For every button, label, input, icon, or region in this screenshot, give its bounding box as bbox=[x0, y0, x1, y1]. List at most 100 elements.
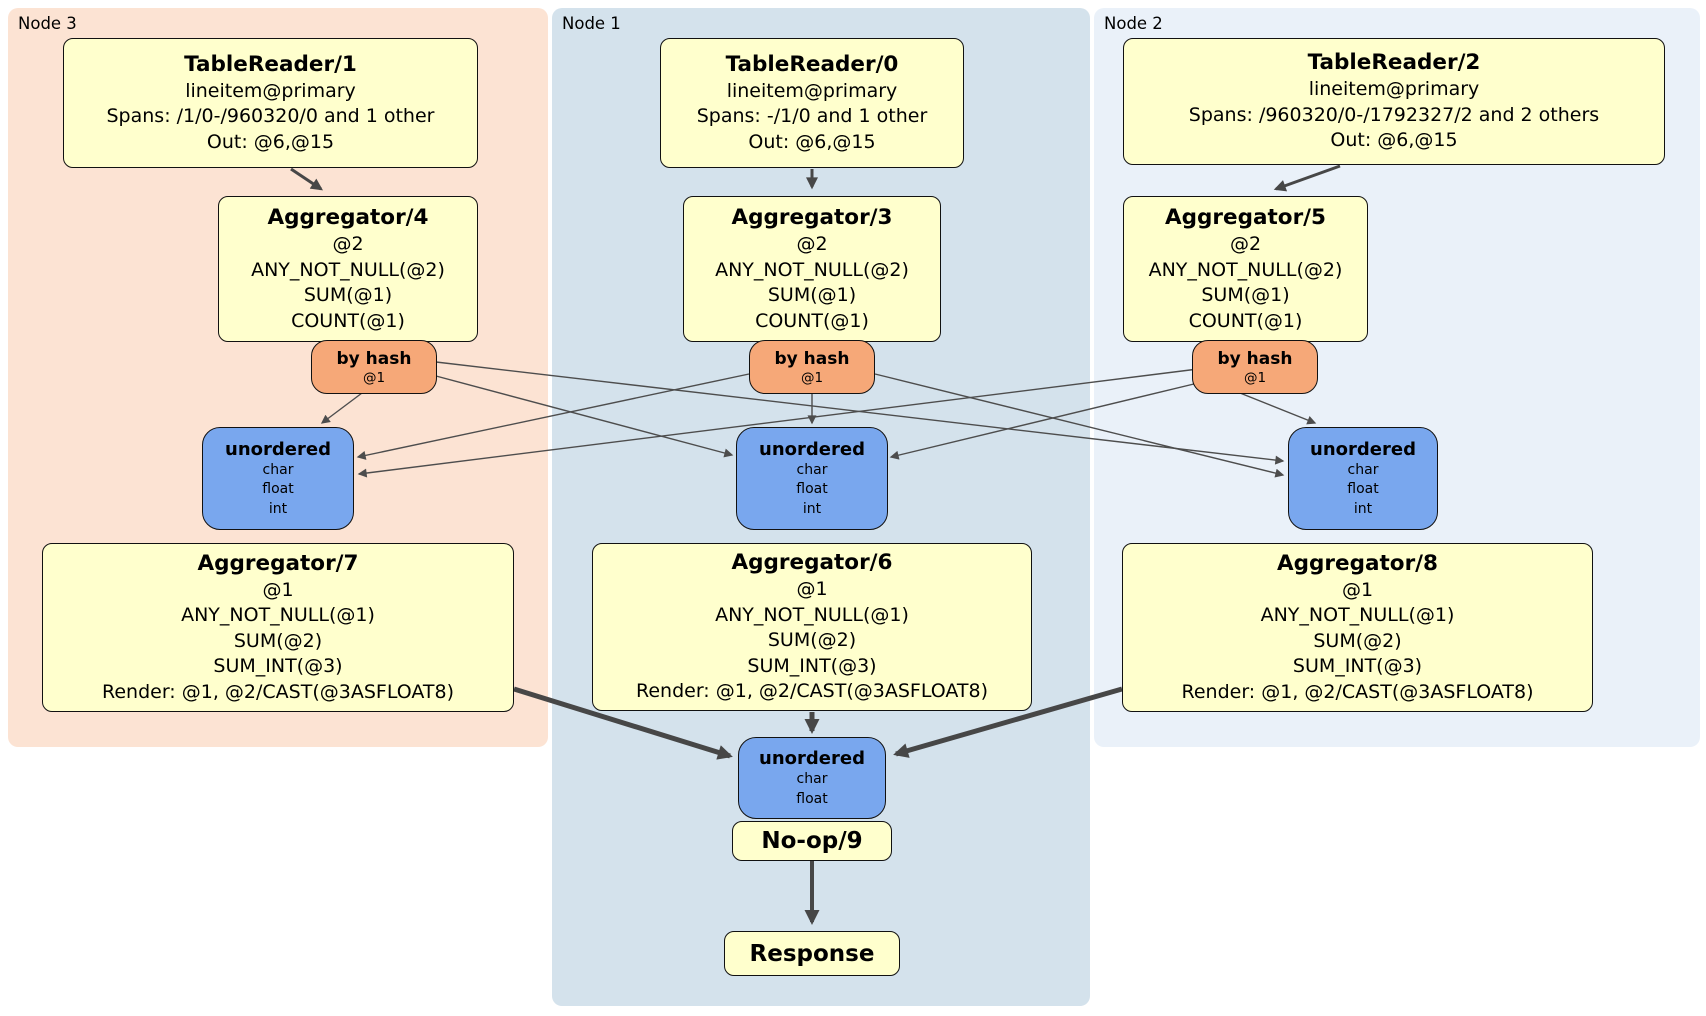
aggregator-7-fn1: ANY_NOT_NULL(@1) bbox=[181, 604, 375, 627]
aggregator-7-fn3: SUM_INT(@3) bbox=[213, 655, 343, 678]
unordered-sync-node2-type3: int bbox=[1353, 500, 1373, 517]
aggregator-6-fn1: ANY_NOT_NULL(@1) bbox=[715, 603, 909, 626]
aggregator-4-fn1: ANY_NOT_NULL(@2) bbox=[251, 258, 445, 281]
aggregator-4-fn2: SUM(@1) bbox=[303, 284, 393, 306]
unordered-sync-node1-title: unordered bbox=[759, 438, 865, 460]
response-title: Response bbox=[749, 940, 875, 967]
aggregator-3-group: @2 bbox=[796, 233, 828, 255]
aggregator-8-fn3: SUM_INT(@3) bbox=[1292, 655, 1423, 678]
aggregator-8-group: @1 bbox=[1341, 578, 1374, 601]
tablereader-1-out: Out: @6,@15 bbox=[206, 130, 335, 153]
tablereader-2-title: TableReader/2 bbox=[1307, 50, 1481, 76]
tablereader-1-index: lineitem@primary bbox=[185, 79, 356, 102]
unordered-sync-node2-type2: float bbox=[1347, 481, 1379, 498]
edge-tr1-agg4 bbox=[290, 167, 323, 191]
hash-router-node3-key: @1 bbox=[362, 369, 386, 386]
unordered-sync-final: unordered char float bbox=[738, 737, 886, 819]
hash-router-node1-key: @1 bbox=[800, 369, 824, 386]
aggregator-8-title: Aggregator/8 bbox=[1277, 550, 1438, 576]
aggregator-7-group: @1 bbox=[262, 578, 294, 601]
aggregator-6-title: Aggregator/6 bbox=[731, 550, 893, 576]
aggregator-3-fn3: COUNT(@1) bbox=[755, 309, 869, 332]
noop-title: No-op/9 bbox=[761, 828, 863, 854]
edge-hashL-syncC bbox=[435, 375, 734, 458]
edge-hashC-syncL bbox=[356, 373, 750, 460]
unordered-sync-node1-type2: float bbox=[796, 481, 828, 498]
unordered-sync-final-title: unordered bbox=[759, 748, 865, 769]
aggregator-6-render: Render: @1, @2/CAST(@3ASFLOAT8) bbox=[636, 680, 988, 703]
edge-hashR-syncL bbox=[357, 368, 1199, 478]
unordered-sync-node3-type3: int bbox=[268, 500, 288, 517]
hash-router-node3-title: by hash bbox=[336, 348, 412, 369]
tablereader-2-index: lineitem@primary bbox=[1308, 78, 1480, 101]
aggregator-3-title: Aggregator/3 bbox=[731, 205, 893, 230]
aggregator-6-fn2: SUM(@2) bbox=[767, 629, 857, 652]
unordered-sync-node3-type2: float bbox=[262, 481, 294, 498]
aggregator-5-group: @2 bbox=[1229, 233, 1262, 255]
edge-tr2-agg5 bbox=[1273, 164, 1341, 192]
aggregator-6-group: @1 bbox=[796, 578, 828, 601]
aggregator-3-fn1: ANY_NOT_NULL(@2) bbox=[715, 258, 909, 281]
hash-router-node1: by hash @1 bbox=[749, 340, 875, 394]
aggregator-4-box: Aggregator/4 @2 ANY_NOT_NULL(@2) SUM(@1)… bbox=[218, 196, 478, 342]
unordered-sync-node2-title: unordered bbox=[1310, 438, 1416, 460]
response-box: Response bbox=[724, 931, 900, 976]
aggregator-7-render: Render: @1, @2/CAST(@3ASFLOAT8) bbox=[102, 680, 454, 703]
unordered-sync-node1-type1: char bbox=[796, 461, 828, 478]
tablereader-0-box: TableReader/0 lineitem@primary Spans: -/… bbox=[660, 38, 964, 168]
noop-box: No-op/9 bbox=[732, 821, 892, 861]
unordered-sync-node2: unordered char float int bbox=[1288, 427, 1438, 530]
unordered-sync-node1: unordered char float int bbox=[736, 427, 888, 530]
node3-label: Node 3 bbox=[18, 14, 77, 33]
tablereader-2-out: Out: @6,@15 bbox=[1330, 129, 1458, 152]
unordered-sync-node3-type1: char bbox=[262, 461, 294, 478]
aggregator-5-fn3: COUNT(@1) bbox=[1188, 309, 1303, 332]
node1-label: Node 1 bbox=[562, 14, 621, 33]
edge-hashR-syncC bbox=[889, 382, 1199, 460]
aggregator-4-group: @2 bbox=[332, 233, 364, 255]
aggregator-7-fn2: SUM(@2) bbox=[233, 629, 323, 652]
hash-router-node2-key: @1 bbox=[1243, 369, 1267, 386]
unordered-sync-final-type2: float bbox=[796, 790, 828, 807]
tablereader-0-index: lineitem@primary bbox=[726, 79, 898, 102]
aggregator-8-render: Render: @1, @2/CAST(@3ASFLOAT8) bbox=[1181, 680, 1534, 703]
aggregator-6-fn3: SUM_INT(@3) bbox=[747, 654, 877, 677]
aggregator-8-fn2: SUM(@2) bbox=[1313, 629, 1402, 652]
aggregator-4-fn3: COUNT(@1) bbox=[291, 309, 405, 332]
tablereader-1-title: TableReader/1 bbox=[184, 51, 357, 77]
aggregator-5-box: Aggregator/5 @2 ANY_NOT_NULL(@2) SUM(@1)… bbox=[1123, 196, 1368, 342]
aggregator-4-title: Aggregator/4 bbox=[267, 205, 429, 230]
tablereader-2-box: TableReader/2 lineitem@primary Spans: /9… bbox=[1123, 38, 1665, 165]
unordered-sync-node3-title: unordered bbox=[225, 438, 331, 460]
aggregator-8-box: Aggregator/8 @1 ANY_NOT_NULL(@1) SUM(@2)… bbox=[1122, 543, 1593, 712]
aggregator-3-box: Aggregator/3 @2 ANY_NOT_NULL(@2) SUM(@1)… bbox=[683, 196, 941, 342]
aggregator-3-fn2: SUM(@1) bbox=[767, 284, 857, 306]
hash-router-node2: by hash @1 bbox=[1192, 340, 1318, 394]
unordered-sync-node3: unordered char float int bbox=[202, 427, 354, 530]
hash-router-node2-title: by hash bbox=[1217, 348, 1293, 369]
tablereader-1-box: TableReader/1 lineitem@primary Spans: /1… bbox=[63, 38, 478, 168]
edge-hashR-syncR bbox=[1239, 392, 1317, 425]
hash-router-node3: by hash @1 bbox=[311, 340, 437, 394]
hash-router-node1-title: by hash bbox=[774, 348, 850, 369]
aggregator-5-fn1: ANY_NOT_NULL(@2) bbox=[1148, 258, 1343, 281]
tablereader-0-title: TableReader/0 bbox=[725, 51, 899, 77]
edge-hashC-syncR bbox=[874, 373, 1285, 478]
aggregator-7-box: Aggregator/7 @1 ANY_NOT_NULL(@1) SUM(@2)… bbox=[42, 543, 514, 712]
edge-hashL-syncL bbox=[320, 392, 363, 424]
aggregator-6-box: Aggregator/6 @1 ANY_NOT_NULL(@1) SUM(@2)… bbox=[592, 543, 1032, 711]
edge-agg8-finalsync bbox=[893, 686, 1123, 758]
unordered-sync-final-type1: char bbox=[796, 771, 828, 787]
tablereader-2-spans: Spans: /960320/0-/1792327/2 and 2 others bbox=[1188, 103, 1600, 126]
tablereader-0-spans: Spans: -/1/0 and 1 other bbox=[696, 105, 928, 128]
unordered-sync-node1-type3: int bbox=[802, 500, 822, 517]
tablereader-0-out: Out: @6,@15 bbox=[748, 130, 876, 153]
edge-agg7-finalsync bbox=[513, 686, 733, 760]
aggregator-8-fn1: ANY_NOT_NULL(@1) bbox=[1260, 604, 1455, 627]
aggregator-5-title: Aggregator/5 bbox=[1165, 205, 1326, 230]
aggregator-7-title: Aggregator/7 bbox=[197, 550, 359, 576]
tablereader-1-spans: Spans: /1/0-/960320/0 and 1 other bbox=[106, 105, 435, 128]
unordered-sync-node2-type1: char bbox=[1347, 461, 1379, 478]
